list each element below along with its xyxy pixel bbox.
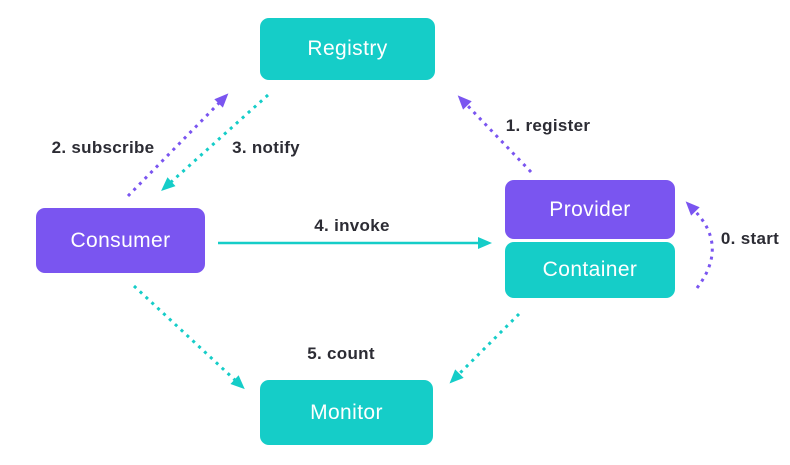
- provider-label: Provider: [549, 197, 631, 221]
- register-edge-label: 1. register: [505, 116, 591, 135]
- count-container-arrow: [449, 312, 521, 384]
- container-node: Container: [505, 242, 675, 298]
- count-edge-label: 5. count: [307, 344, 375, 363]
- container-label: Container: [542, 258, 638, 281]
- invoke-edge-label: 4. invoke: [314, 216, 390, 235]
- register-arrow: [457, 95, 533, 174]
- consumer-node: Consumer: [36, 208, 205, 273]
- registry-label: Registry: [307, 37, 388, 60]
- monitor-node: Monitor: [260, 380, 433, 445]
- notify-edge-label: 3. notify: [232, 138, 300, 157]
- monitor-label: Monitor: [310, 400, 383, 424]
- start-edge-label: 0. start: [720, 229, 780, 248]
- start-arrow: [685, 201, 714, 289]
- provider-node: Provider: [505, 180, 675, 239]
- registry-node: Registry: [260, 18, 435, 80]
- consumer-label: Consumer: [70, 228, 171, 252]
- subscribe-edge-label: 2. subscribe: [51, 138, 155, 157]
- count-consumer-arrow: [132, 284, 245, 390]
